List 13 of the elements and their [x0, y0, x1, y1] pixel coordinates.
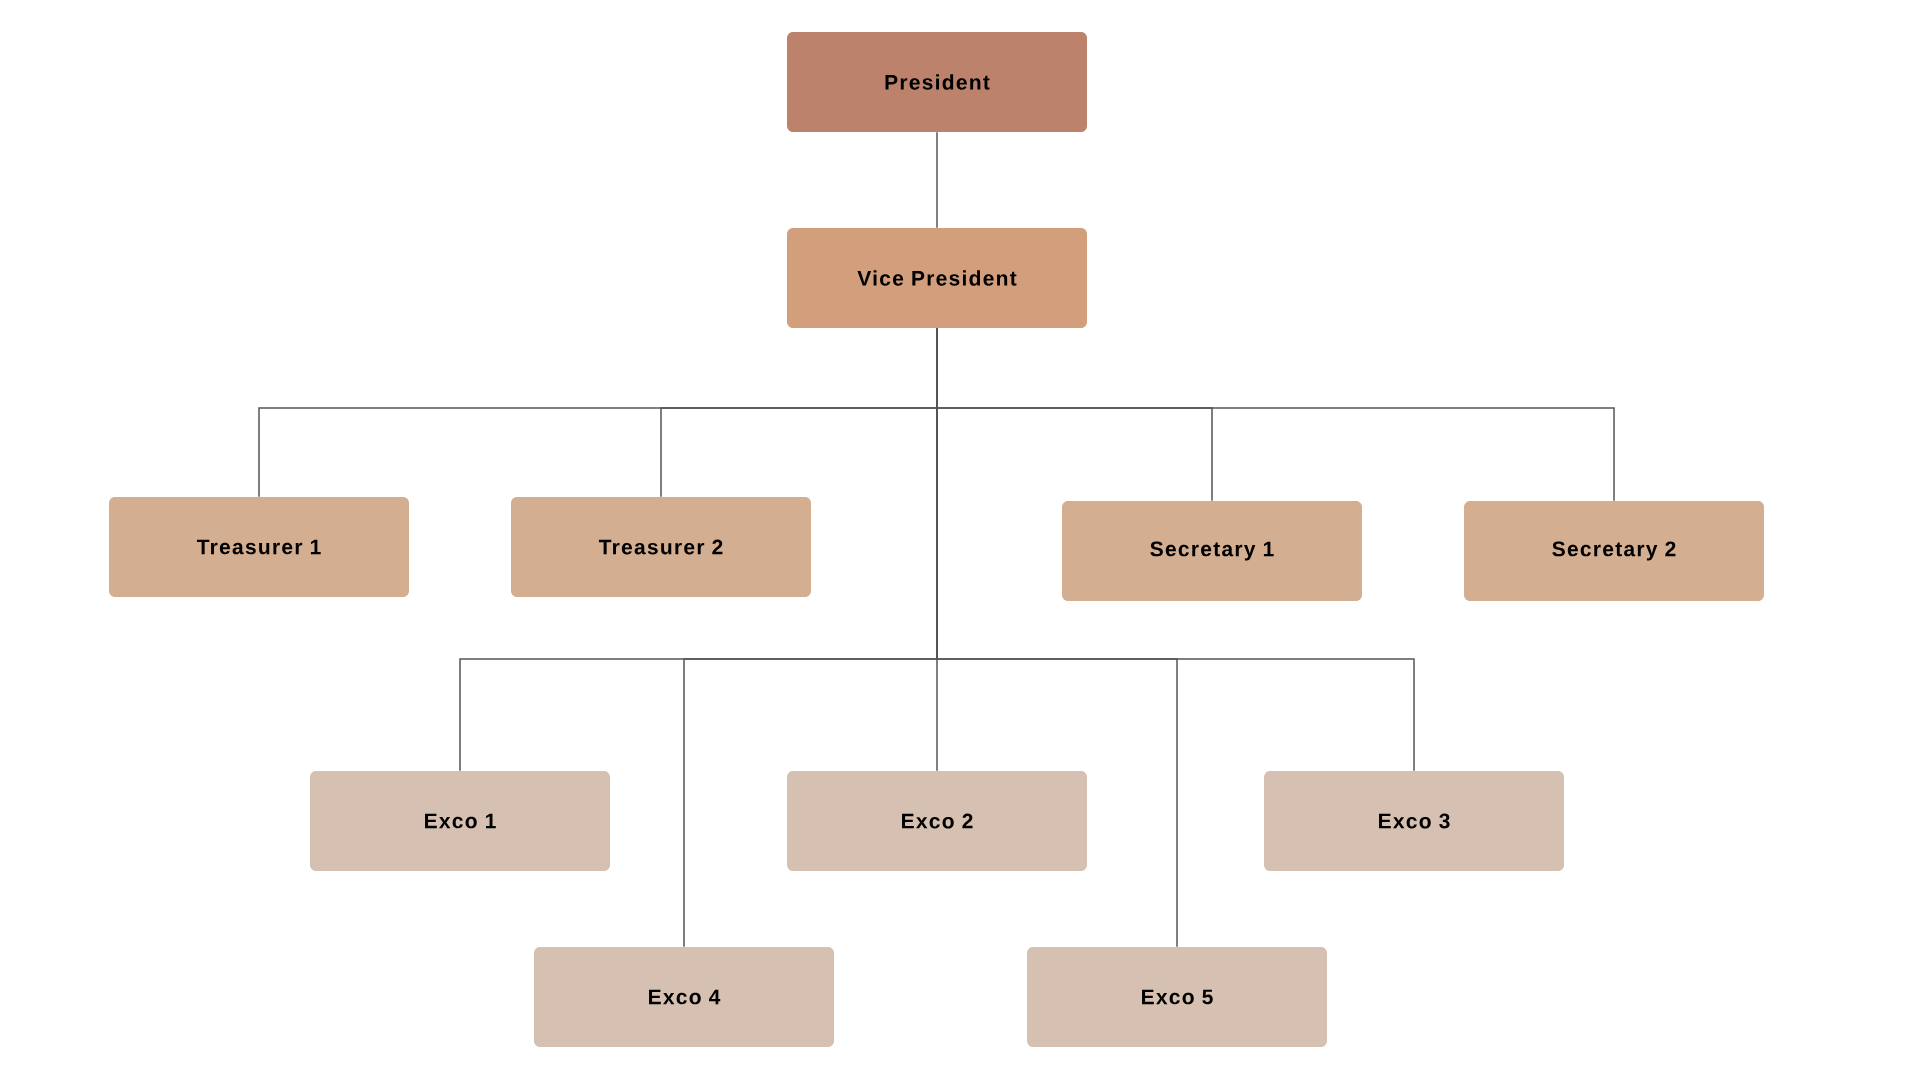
org-box: Exco 1 [310, 771, 610, 871]
org-box: Secretary 1 [1062, 501, 1362, 601]
org-box: President [787, 32, 1087, 132]
org-box: Vice President [787, 228, 1087, 328]
org-box: Exco 3 [1264, 771, 1564, 871]
org-box: Secretary 2 [1464, 501, 1764, 601]
connector-line [936, 327, 1178, 948]
connector-line [936, 131, 938, 229]
org-box: Exco 4 [534, 947, 834, 1047]
org-box: Exco 2 [787, 771, 1087, 871]
org-box: Treasurer 1 [109, 497, 409, 597]
org-box: Treasurer 2 [511, 497, 811, 597]
org-box: Exco 5 [1027, 947, 1327, 1047]
